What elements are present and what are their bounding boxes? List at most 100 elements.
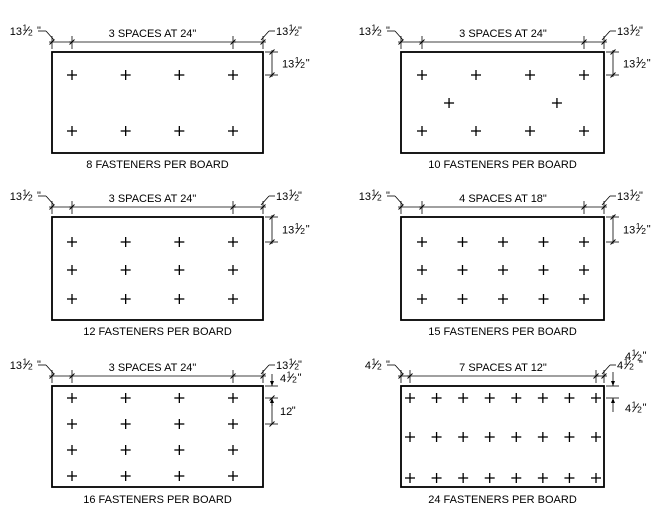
fastener-plus-icon [458, 393, 469, 403]
fastener-plus-icon [498, 237, 508, 247]
inch-mark: " [306, 58, 310, 70]
dimension-whole: 13 [282, 59, 294, 71]
fastener-plus-icon [525, 126, 535, 136]
fastener-plus-icon [551, 98, 562, 108]
fraction-numerator: 1 [636, 55, 641, 65]
fraction-numerator: 1 [630, 188, 635, 198]
fraction-bar [287, 373, 294, 383]
fastener-plus-icon [471, 126, 481, 136]
spacing-label: 3 SPACES AT 24" [109, 362, 197, 374]
board-outline [51, 51, 264, 154]
fastener-plus-icon [591, 473, 601, 483]
fraction-numerator: 1 [289, 188, 294, 198]
dimension-tick [49, 204, 55, 210]
fastener-plus-icon [511, 393, 522, 403]
edge-quote-right: " [639, 190, 643, 202]
fastener-plus-icon [579, 70, 589, 80]
fastener-plus-icon [67, 445, 77, 455]
fraction-numerator: 1 [289, 357, 294, 367]
dimension-whole: 13 [359, 191, 371, 203]
fastener-plus-icon [564, 393, 575, 403]
fraction-bar [23, 360, 30, 370]
fastener-plus-icon [228, 265, 238, 275]
fastener-plus-icon [174, 70, 185, 80]
fastener-plus-icon [484, 393, 495, 403]
fastener-plus-icon [228, 419, 238, 429]
dimension-whole: 13 [10, 191, 22, 203]
edge-quote-left: " [37, 359, 41, 371]
leader-line [394, 195, 404, 206]
dimension-whole: 4 [625, 351, 631, 363]
dimension-whole: 4 [625, 403, 631, 415]
leader-line [601, 30, 611, 41]
dimension-whole: 13 [10, 26, 22, 38]
fastener-plus-icon [564, 473, 575, 483]
fraction-denominator: 2 [377, 362, 382, 372]
dimension-value: 12" [280, 405, 296, 418]
panel-caption: 24 FASTENERS PER BOARD [428, 494, 577, 506]
fraction-bar [23, 191, 30, 201]
fastener-plus-icon [458, 473, 469, 483]
fraction-denominator: 2 [641, 226, 646, 236]
fraction-bar [630, 191, 638, 201]
dimension-tick [398, 39, 404, 45]
fastener-plus-icon [228, 126, 238, 136]
dimension-tick [610, 72, 616, 78]
fraction-denominator: 2 [629, 362, 634, 372]
fastener-plus-icon [67, 70, 77, 80]
fastener-plus-icon [67, 237, 77, 247]
dimension-whole: 13 [617, 26, 629, 38]
fraction-bar [372, 191, 379, 201]
board-outline [400, 216, 605, 321]
fastener-plus-icon [511, 473, 522, 483]
fraction-bar [372, 26, 379, 36]
fraction-numerator: 1 [372, 188, 377, 198]
fastener-plus-icon [471, 70, 481, 80]
fastener-plus-icon [444, 98, 455, 108]
fastener-plus-icon [564, 432, 575, 442]
inch-mark: " [643, 350, 647, 362]
fraction-denominator: 2 [28, 193, 33, 203]
dimension-whole: 13 [276, 360, 288, 372]
fraction-numerator: 1 [632, 348, 637, 358]
fastener-plus-icon [484, 432, 495, 442]
dimension-tick [260, 204, 266, 210]
leader-line [45, 195, 55, 206]
dimension-whole: 13 [617, 191, 629, 203]
fraction-numerator: 1 [295, 221, 300, 231]
fraction-numerator: 1 [630, 23, 635, 33]
board-outline [400, 385, 605, 488]
fraction-numerator: 1 [295, 55, 300, 65]
dimension-whole: 13 [276, 26, 288, 38]
fastener-plus-icon [228, 471, 238, 481]
leader-line [394, 30, 404, 41]
dimension-whole: 12 [280, 406, 292, 418]
panel-caption: 15 FASTENERS PER BOARD [428, 326, 577, 338]
fastener-plus-icon [174, 237, 185, 247]
spacing-label: 3 SPACES AT 24" [109, 28, 197, 40]
fastener-plus-icon [174, 445, 185, 455]
leader-line [45, 30, 55, 41]
fastener-plus-icon [120, 294, 131, 304]
panel-caption: 12 FASTENERS PER BOARD [83, 326, 232, 338]
fastener-plus-icon [405, 393, 415, 403]
fastener-plus-icon [458, 432, 469, 442]
dimension-whole: 4 [617, 360, 623, 372]
edge-quote-left: " [386, 190, 390, 202]
fastener-plus-icon [457, 237, 468, 247]
fraction-numerator: 1 [372, 23, 377, 33]
dimension-whole: 13 [359, 26, 371, 38]
fastener-plus-icon [67, 265, 77, 275]
fastener-plus-icon [417, 237, 427, 247]
dimension-tick [260, 39, 266, 45]
